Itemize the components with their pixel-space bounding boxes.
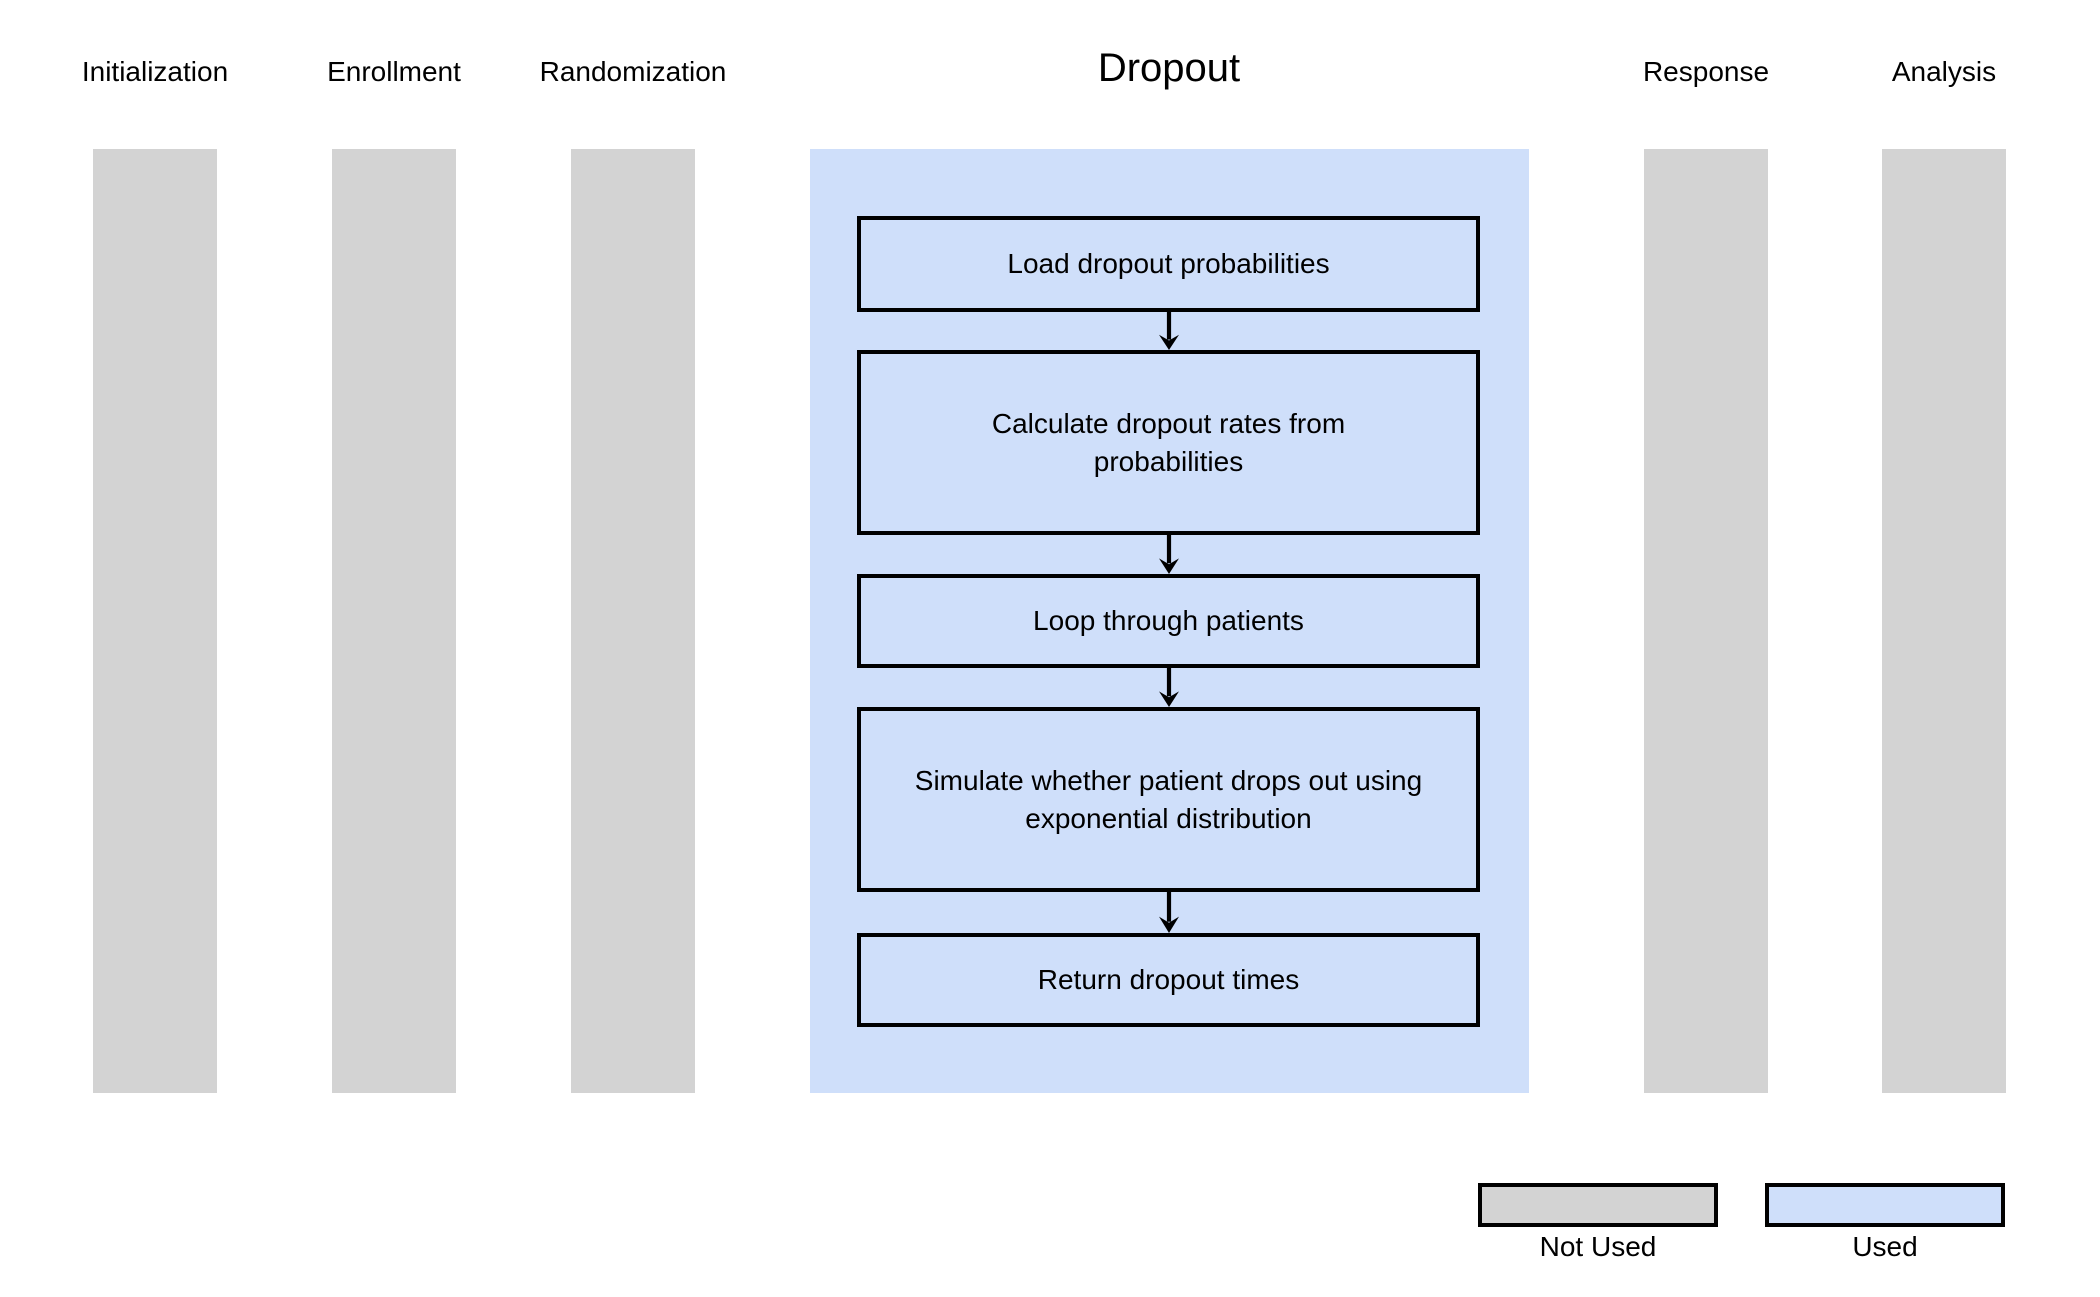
flow-step-text: probabilities — [1093, 445, 1244, 477]
flow-step-text: Loop through patients — [1033, 605, 1304, 636]
dropout-panel: Load dropout probabilities Calculate dro… — [810, 149, 1529, 1093]
flow-step-return-times: Return dropout times — [857, 933, 1480, 1027]
flow-step-loop-patients: Loop through patients — [857, 574, 1480, 668]
down-arrow-icon — [1159, 312, 1179, 350]
column-header-response: Response — [1642, 56, 1770, 87]
legend-not-used-label: Not Used — [1539, 1231, 1657, 1262]
flow-step-calculate-rates: Calculate dropout rates from probabiliti… — [857, 350, 1480, 535]
flow-step-text: Simulate whether patient drops out using — [914, 764, 1423, 796]
down-arrow-icon — [1159, 668, 1179, 707]
column-header-enrollment: Enrollment — [327, 56, 461, 87]
flow-step-load-probabilities: Load dropout probabilities — [857, 216, 1480, 312]
column-header-analysis: Analysis — [1891, 56, 1997, 87]
module-bar-analysis — [1882, 149, 2006, 1093]
legend-used-label: Used — [1852, 1231, 1918, 1262]
flow-step-text: Calculate dropout rates from — [991, 407, 1346, 439]
dropout-panel-title: Dropout — [1097, 46, 1241, 90]
flow-step-text: Return dropout times — [1037, 964, 1300, 995]
legend-not-used-swatch — [1478, 1183, 1718, 1227]
flow-step-simulate-dropout: Simulate whether patient drops out using… — [857, 707, 1480, 892]
down-arrow-icon — [1159, 892, 1179, 933]
column-header-randomization: Randomization — [539, 56, 727, 87]
module-bar-randomization — [571, 149, 695, 1093]
module-bar-response — [1644, 149, 1768, 1093]
flow-step-text: Load dropout probabilities — [1007, 248, 1330, 279]
down-arrow-icon — [1159, 535, 1179, 574]
module-bar-enrollment — [332, 149, 456, 1093]
module-bar-initialization — [93, 149, 217, 1093]
column-header-initialization: Initialization — [81, 56, 229, 87]
flow-step-text: exponential distribution — [1025, 802, 1312, 834]
legend-used-swatch — [1765, 1183, 2005, 1227]
